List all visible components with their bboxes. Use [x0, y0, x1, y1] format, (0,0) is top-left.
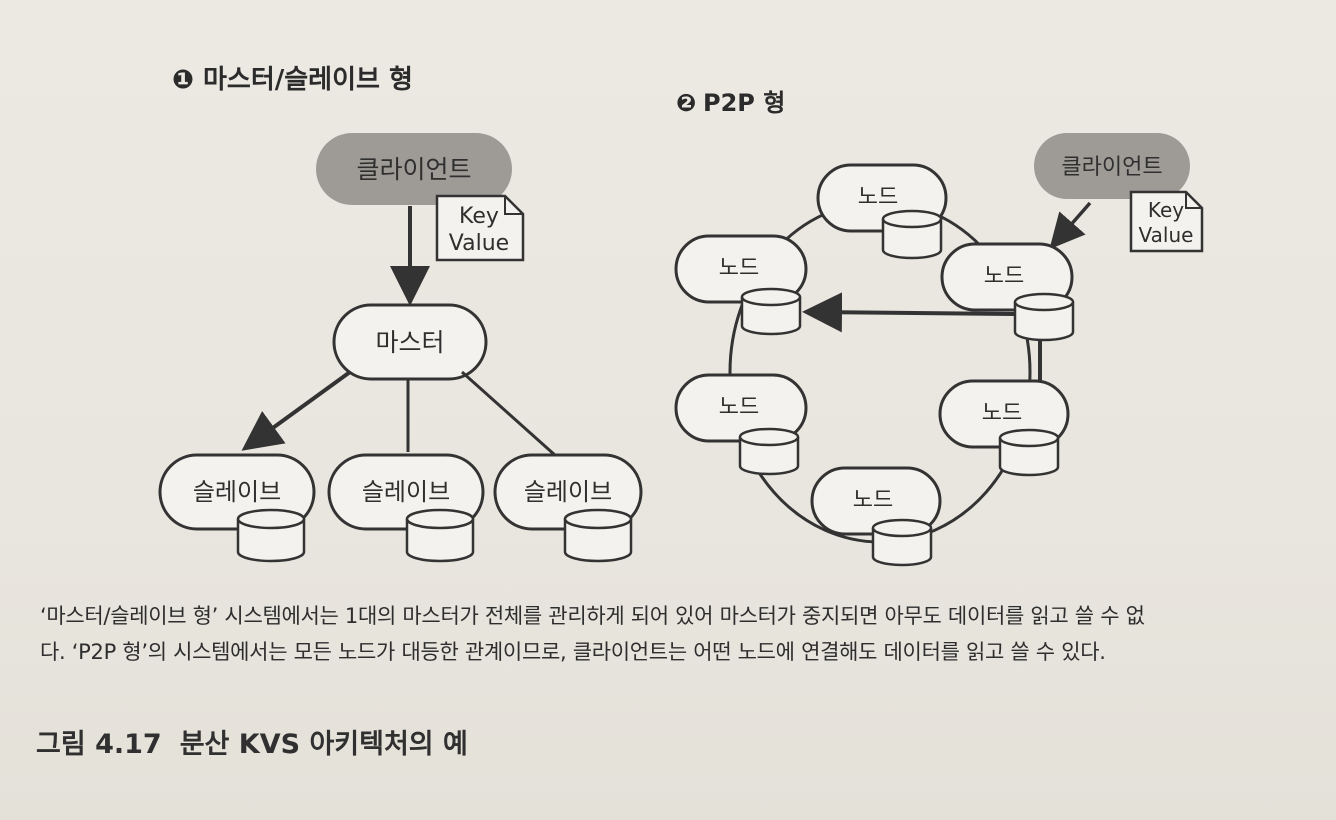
slave-node-3: 슬레이브 — [493, 453, 643, 563]
p2p-node-bottom: 노드 — [810, 466, 942, 567]
p2p-client: 클라이언트 — [1034, 133, 1190, 199]
node-label: 노드 — [853, 488, 893, 513]
key-value-document-icon: Key Value — [435, 194, 525, 262]
database-icon — [405, 508, 475, 563]
section-master-slave-title: ❶ 마스터/슬레이브 형 — [172, 65, 413, 95]
slave-label: 슬레이브 — [193, 478, 281, 506]
section2-title: P2P 형 — [703, 89, 785, 117]
figure-title: 분산 KVS 아키텍처의 예 — [179, 729, 468, 760]
node-label: 노드 — [982, 401, 1022, 426]
slave-node-2: 슬레이브 — [327, 453, 485, 563]
section2-marker: ❷ — [676, 89, 696, 117]
section1-marker: ❶ — [172, 65, 194, 95]
database-icon — [740, 287, 802, 336]
p2p-node-upper-left: 노드 — [674, 234, 808, 336]
section1-title: 마스터/슬레이브 형 — [203, 65, 413, 95]
database-icon — [998, 428, 1060, 477]
figure-caption: 그림 4.17 분산 KVS 아키텍처의 예 — [36, 722, 468, 761]
client-label: 클라이언트 — [1061, 155, 1162, 180]
node-label: 노드 — [719, 256, 759, 281]
p2p-node-lower-left: 노드 — [674, 373, 808, 476]
replication-arrow-left — [802, 292, 1015, 333]
master-slave-client: 클라이언트 — [316, 133, 512, 205]
section-p2p-title: ❷ P2P 형 — [676, 89, 785, 117]
database-icon — [236, 508, 306, 563]
key-label: Key — [1148, 198, 1184, 222]
caption-line-1: ‘마스터/슬레이브 형’ 시스템에서는 1대의 마스터가 전체를 관리하게 되어… — [40, 604, 1145, 628]
caption-line-2: 다. ‘P2P 형’의 시스템에서는 모든 노드가 대등한 관계이므로, 클라이… — [40, 640, 1106, 664]
kvs-architecture-diagram: ❶ 마스터/슬레이브 형 클라이언트 Key Value 마스터 슬레이브 슬레… — [158, 65, 1204, 567]
p2p-node-top: 노드 — [816, 163, 948, 260]
node-label: 노드 — [719, 395, 759, 420]
database-icon — [1013, 292, 1075, 342]
database-icon — [738, 427, 800, 476]
database-icon — [563, 508, 633, 563]
database-icon — [881, 209, 943, 260]
master-node: 마스터 — [332, 303, 488, 381]
master-to-slave3-line — [461, 370, 557, 458]
slave-label: 슬레이브 — [524, 478, 612, 506]
client-label: 클라이언트 — [356, 155, 471, 184]
slave-label: 슬레이브 — [362, 478, 450, 506]
node-label: 노드 — [984, 264, 1024, 289]
node-label: 노드 — [858, 185, 898, 210]
value-label: Value — [449, 231, 509, 256]
key-label: Key — [459, 204, 499, 229]
figure-number: 그림 4.17 — [36, 729, 162, 760]
client-to-node-arrow — [1049, 201, 1092, 250]
p2p-node-upper-right: 노드 — [940, 242, 1075, 342]
key-value-document-icon: Key Value — [1129, 190, 1204, 253]
master-label: 마스터 — [375, 328, 444, 357]
p2p-node-lower-right: 노드 — [938, 379, 1070, 477]
master-to-slave1-arrow — [241, 370, 352, 451]
slave-node-1: 슬레이브 — [158, 453, 316, 563]
value-label: Value — [1139, 223, 1194, 247]
database-icon — [871, 518, 933, 567]
